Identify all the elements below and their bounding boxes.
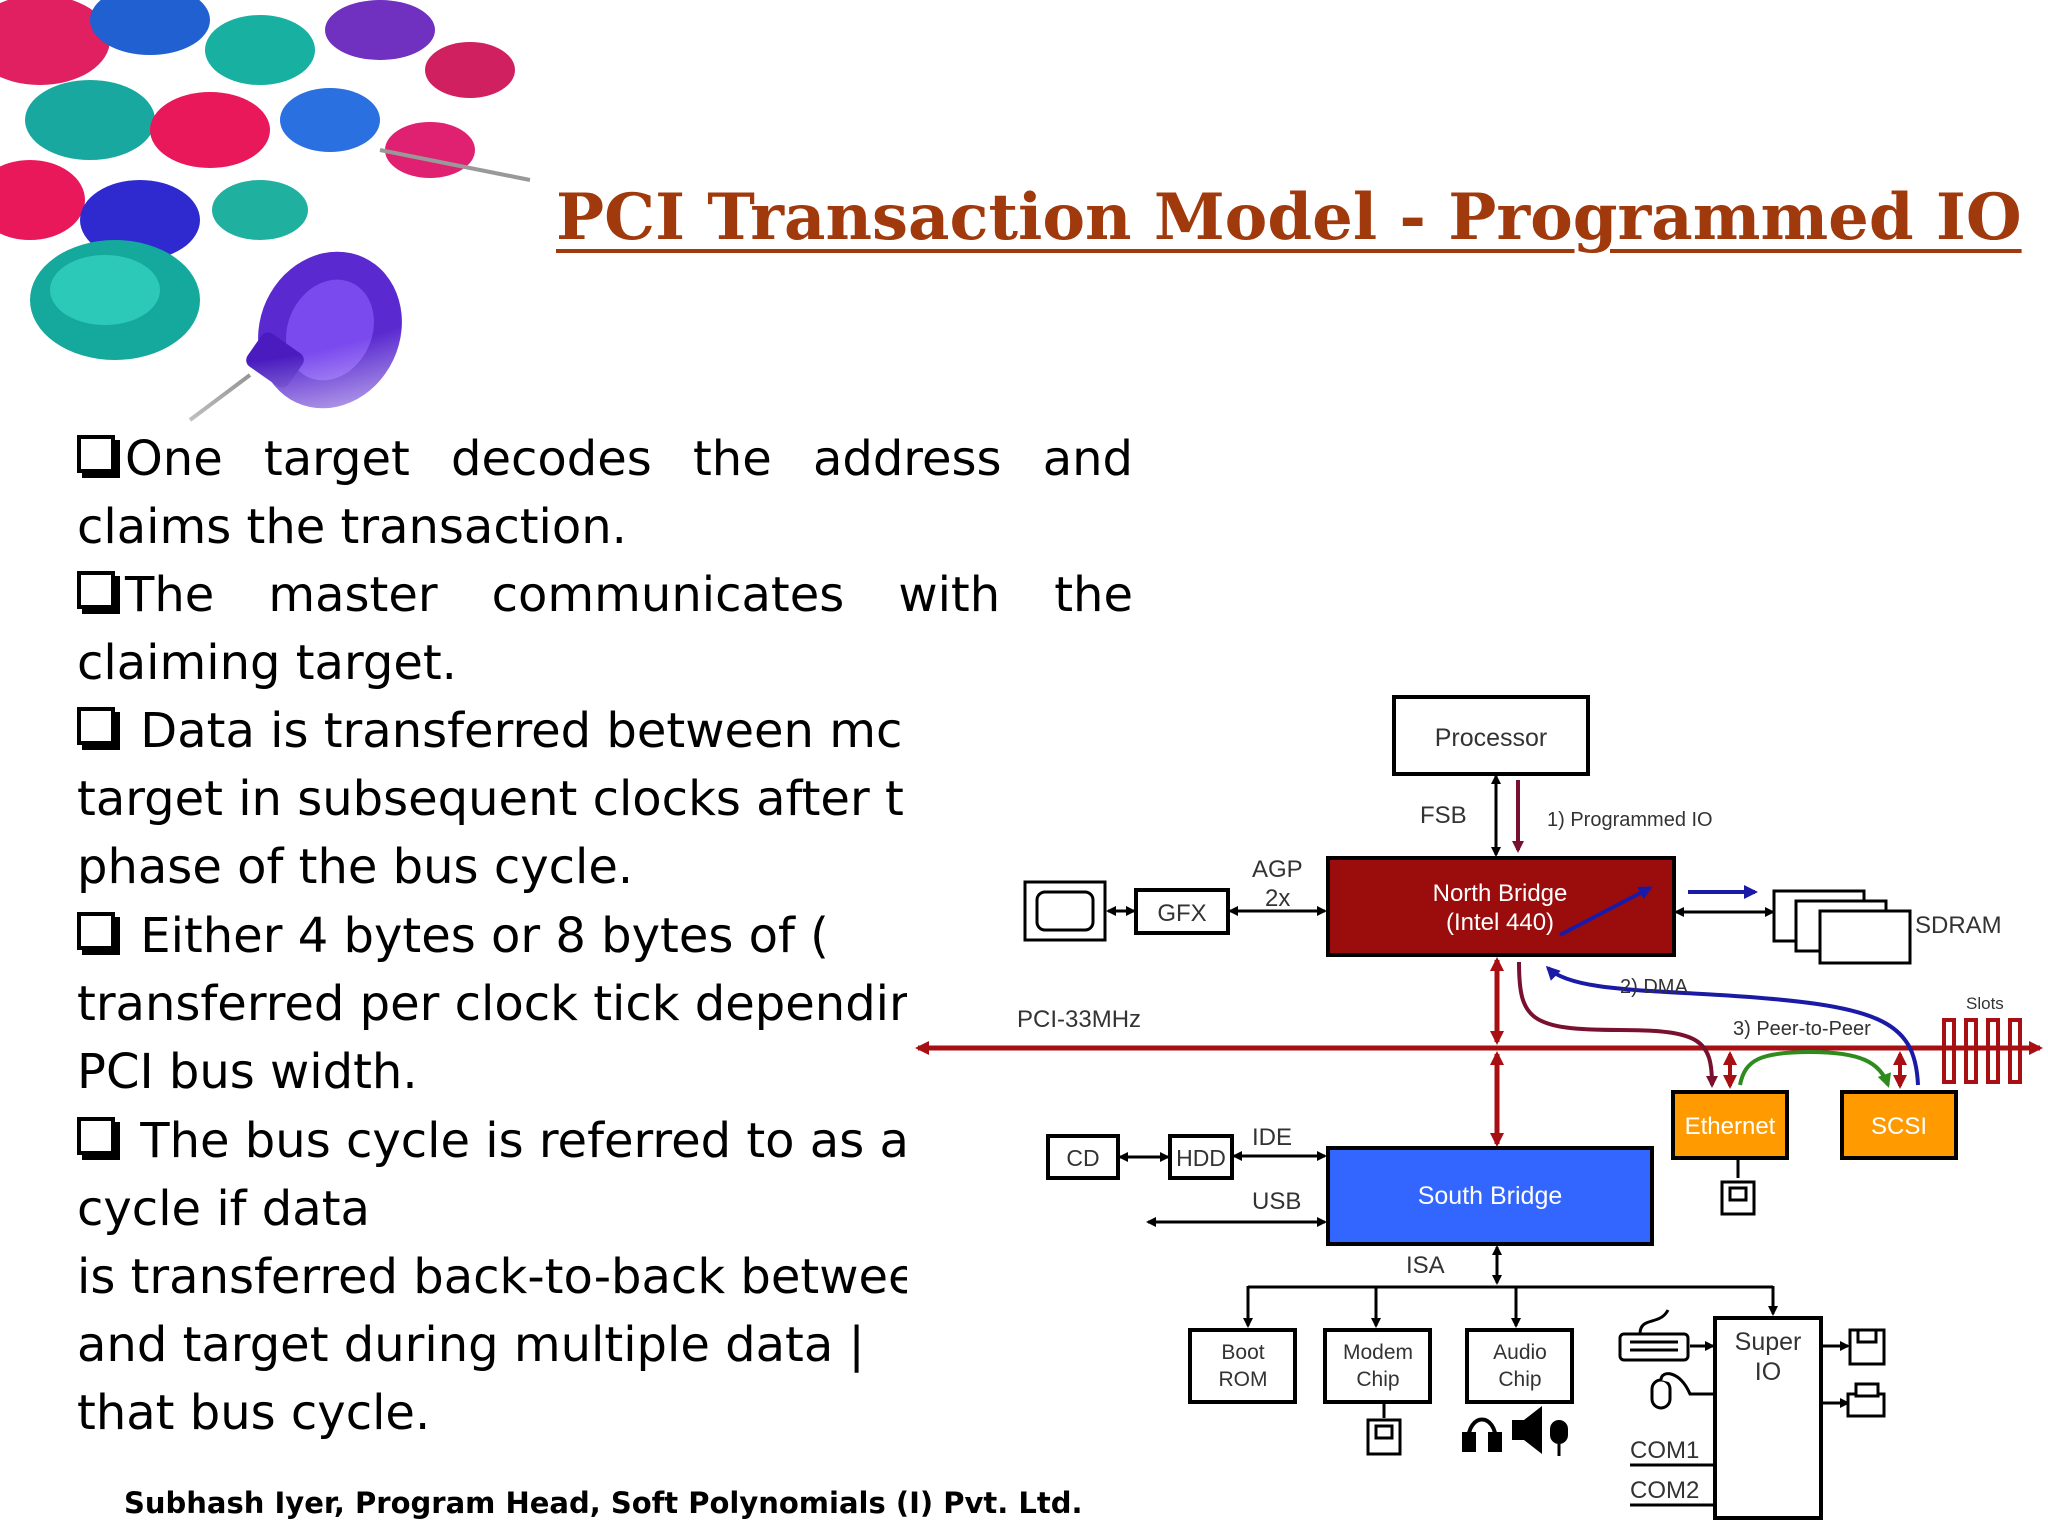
modem-chip-box [1323,1328,1432,1404]
bullet-1-line-1: One target decodes the address and [77,425,1133,493]
checkbox-bullet-icon [77,435,115,473]
bullet-4-line-2: transferred per clock tick dependir [77,976,907,1032]
ethernet-box [1671,1090,1789,1160]
printer-icon [1846,1382,1886,1418]
south-bridge-box [1326,1146,1654,1246]
audio-chip-label-2: Chip [1498,1368,1541,1391]
step-1-label: 1) Programmed IO [1547,809,1713,831]
dma-arrow [1545,965,1920,1086]
monitor-icon [1023,880,1107,942]
modem-chip-label-2: Chip [1356,1368,1399,1391]
scsi-label: SCSI [1871,1113,1927,1140]
north-bridge-box [1326,856,1676,957]
hdd-box [1168,1134,1234,1180]
checkbox-bullet-icon [77,912,115,950]
bullet-3-line-3: phase of the bus cycle. [77,839,634,895]
headphones-icon [1462,1417,1502,1452]
pci-bus-label: PCI-33MHz [1017,1006,1141,1033]
agp-label-1: AGP [1252,856,1303,883]
scsi-box [1840,1090,1958,1160]
bullet-5-line-3: is transferred back-to-back betwee [77,1249,907,1305]
com2-label: COM2 [1630,1477,1699,1504]
bullet-3-line-2: target in subsequent clocks after th [77,771,907,827]
bullet-1-line-2: claims the transaction. [77,499,627,555]
network-port-icon [1720,1180,1756,1216]
bullet-5-line-2: cycle if data [77,1181,370,1237]
south-bridge-label: South Bridge [1418,1182,1563,1210]
cd-label: CD [1066,1145,1099,1171]
step-3-label: 3) Peer-to-Peer [1733,1018,1871,1040]
super-io-label-2: IO [1755,1358,1781,1386]
bullet-5-line-1: The bus cycle is referred to as a [77,1107,907,1175]
keyboard-icon [1618,1309,1690,1362]
hdd-label: HDD [1176,1145,1226,1171]
bullet-5-line-4: and target during multiple data | [77,1317,865,1373]
agp-label-2: 2x [1265,885,1290,912]
mouse-icon [1650,1372,1713,1410]
processor-box [1392,695,1590,776]
cd-box [1046,1134,1120,1180]
com1-label: COM1 [1630,1437,1699,1464]
ethernet-label: Ethernet [1685,1113,1776,1140]
bullet-2-line-1: The master communicates with the [77,561,1133,629]
peer-to-peer-arrow [1738,1049,1891,1088]
checkbox-bullet-icon [77,707,115,745]
modem-chip-label-1: Modem [1343,1341,1413,1364]
boot-rom-label-2: ROM [1219,1368,1268,1391]
checkbox-bullet-icon [77,571,115,609]
boot-rom-label-1: Boot [1221,1341,1264,1364]
slide-footer: Subhash Iyer, Program Head, Soft Polynom… [124,1486,1083,1520]
isa-label: ISA [1406,1252,1445,1279]
pci-slots-icon [1942,1018,2022,1084]
programmed-io-inner-arrow [1559,886,1653,937]
north-bridge-label-1: North Bridge [1433,880,1568,907]
bullet-3-line-1: Data is transferred between mc [77,697,907,765]
super-io-box [1713,1316,1823,1520]
boot-rom-box [1188,1328,1297,1404]
bullet-2-line-2: claiming target. [77,635,457,691]
microphone-icon [1550,1420,1568,1456]
sdram-modules-icon [1772,889,1912,965]
audio-chip-box [1465,1328,1574,1404]
push-pins-image [0,0,700,440]
processor-label: Processor [1435,724,1548,752]
super-io-label-1: Super [1735,1328,1802,1356]
north-bridge-label-2: (Intel 440) [1446,909,1554,936]
usb-label: USB [1252,1188,1301,1215]
fsb-label: FSB [1420,802,1467,829]
ide-label: IDE [1252,1124,1292,1151]
checkbox-bullet-icon [77,1117,115,1155]
step-2-label: 2) DMA [1620,976,1688,998]
sdram-label: SDRAM [1915,912,2002,939]
phone-port-icon [1366,1418,1402,1456]
floppy-disk-icon [1848,1328,1886,1366]
gfx-box [1134,888,1230,935]
gfx-label: GFX [1157,900,1206,927]
speaker-icon [1512,1406,1542,1454]
slots-label: Slots [1966,994,2004,1013]
bullet-5-line-5: that bus cycle. [77,1385,431,1441]
slide-title: PCI Transaction Model - Programmed IO [556,180,2022,255]
bullet-4-line-1: Either 4 bytes or 8 bytes of ( [77,902,907,970]
programmed-io-path [1517,961,1718,1088]
bullet-4-line-3: PCI bus width. [77,1044,418,1100]
audio-chip-label-1: Audio [1493,1341,1547,1364]
